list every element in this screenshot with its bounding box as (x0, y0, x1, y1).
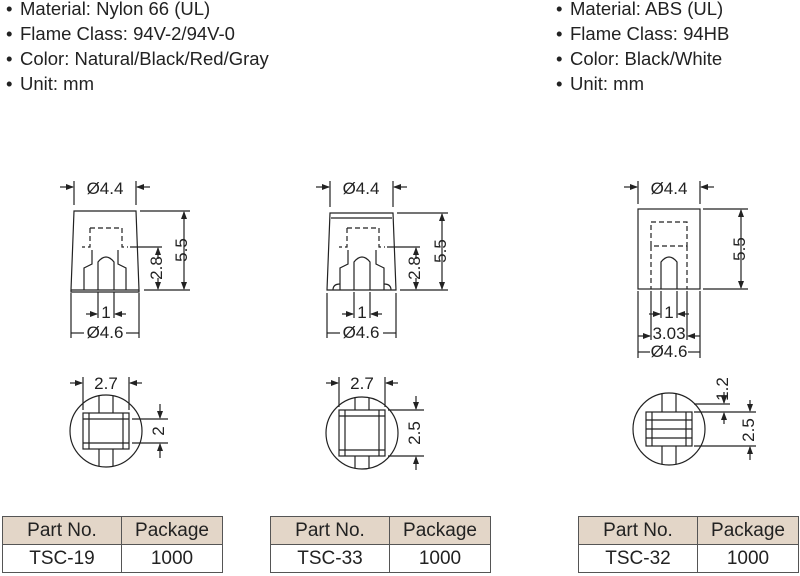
dim-top-diameter: Ø4.4 (651, 179, 688, 198)
header-package: Package (121, 516, 223, 545)
dim-top-diameter: Ø4.4 (343, 179, 380, 198)
part-table-tsc-32: Part No. Package TSC-32 1000 (578, 516, 799, 573)
spec-flame-class: Flame Class: 94V-2/94V-0 (20, 23, 235, 44)
dim-inner-width: 3.03 (652, 324, 685, 343)
dim-slot-width: 1 (357, 303, 366, 322)
spec-item: • Unit: mm (556, 71, 729, 96)
drawing-tsc-32 (624, 181, 756, 466)
spec-list-right: • Material: ABS (UL) • Flame Class: 94HB •… (556, 0, 729, 96)
table-row: TSC-19 1000 (2, 544, 223, 573)
dim-bottom-diameter: Ø4.6 (651, 342, 688, 361)
spec-unit: Unit: mm (570, 73, 644, 94)
dim-slot-depth: 2.8 (405, 256, 424, 280)
spec-material: Material: ABS (UL) (570, 0, 724, 19)
dim-top-diameter: Ø4.4 (87, 179, 124, 198)
cell-part-no: TSC-32 (578, 544, 698, 573)
cell-part-no: TSC-33 (270, 544, 390, 573)
dim-bottom-diameter: Ø4.6 (343, 323, 380, 342)
dim-top-gap: 1.2 (713, 377, 732, 401)
spec-item: • Flame Class: 94V-2/94V-0 (6, 21, 269, 46)
dim-hole-height: 2 (149, 426, 168, 435)
hidden-lines (650, 221, 688, 289)
bullet-icon: • (6, 73, 13, 94)
spec-color: Color: Natural/Black/Red/Gray (20, 48, 269, 69)
dim-height: 5.5 (172, 238, 191, 262)
bullet-icon: • (556, 48, 563, 69)
bullet-icon: • (556, 23, 563, 44)
spec-item: • Unit: mm (6, 71, 269, 96)
header-package: Package (697, 516, 799, 545)
bullet-icon: • (6, 48, 13, 69)
part-table-tsc-33: Part No. Package TSC-33 1000 (270, 516, 491, 573)
slot-outline (353, 256, 371, 290)
slot-outline (97, 256, 115, 290)
bullet-icon: • (556, 73, 563, 94)
slot-outline (660, 256, 678, 289)
cell-package: 1000 (697, 544, 799, 573)
spec-item: • Color: Black/White (556, 46, 729, 71)
bottom-view (69, 394, 143, 468)
part-table-tsc-19: Part No. Package TSC-19 1000 (2, 516, 223, 573)
spec-color: Color: Black/White (570, 48, 723, 69)
hidden-lines (82, 227, 128, 248)
drawing-tsc-19 (60, 181, 190, 468)
spec-flame-class: Flame Class: 94HB (570, 23, 730, 44)
dim-hole-height: 2.5 (739, 418, 758, 442)
bullet-icon: • (556, 0, 563, 19)
header-package: Package (389, 516, 491, 545)
table-header-row: Part No. Package (2, 516, 223, 545)
spec-item: • Material: Nylon 66 (UL) (6, 0, 269, 21)
dim-slot-depth: 2.8 (147, 256, 166, 280)
header-part-no: Part No. (2, 516, 122, 545)
side-view-body (70, 210, 140, 293)
spec-item: • Flame Class: 94HB (556, 21, 729, 46)
header-part-no: Part No. (270, 516, 390, 545)
spec-list-left: • Material: Nylon 66 (UL) • Flame Class: 9… (6, 0, 269, 96)
spec-material: Material: Nylon 66 (UL) (20, 0, 211, 19)
table-row: TSC-33 1000 (270, 544, 491, 573)
hidden-lines (339, 227, 385, 248)
table-header-row: Part No. Package (270, 516, 491, 545)
bullet-icon: • (6, 0, 13, 19)
spec-item: • Material: ABS (UL) (556, 0, 729, 21)
dim-hole-width: 2.7 (94, 374, 118, 393)
bullet-icon: • (6, 23, 13, 44)
side-view-body (637, 208, 701, 290)
dim-height: 5.5 (730, 237, 749, 261)
cell-part-no: TSC-19 (2, 544, 122, 573)
side-view-body (326, 212, 397, 291)
dim-hole-height: 2.5 (405, 421, 424, 445)
dim-hole-width: 2.7 (350, 374, 374, 393)
dim-slot-width: 1 (664, 303, 673, 322)
table-row: TSC-32 1000 (578, 544, 799, 573)
dim-slot-width: 1 (101, 303, 110, 322)
cell-package: 1000 (121, 544, 223, 573)
drawing-tsc-33 (316, 181, 448, 470)
dim-height: 5.5 (431, 239, 450, 263)
bottom-view (325, 396, 399, 470)
spec-item: • Color: Natural/Black/Red/Gray (6, 46, 269, 71)
dim-bottom-diameter: Ø4.6 (87, 323, 124, 342)
bottom-view (632, 392, 706, 466)
header-part-no: Part No. (578, 516, 698, 545)
table-header-row: Part No. Package (578, 516, 799, 545)
spec-unit: Unit: mm (20, 73, 94, 94)
cell-package: 1000 (389, 544, 491, 573)
